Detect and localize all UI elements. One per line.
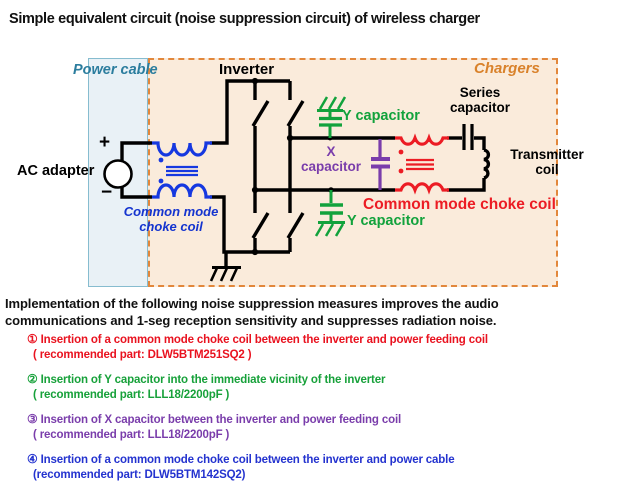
blue-choke-icon [152, 141, 212, 199]
description-line1: Implementation of the following noise su… [5, 296, 499, 311]
inverter-region-label: Inverter [219, 61, 275, 78]
x-capacitor-label-line1: X [326, 144, 336, 159]
series-capacitor-label-line2: capacitor [449, 99, 511, 115]
chargers-region-label: Chargers [474, 60, 540, 77]
plus-terminal-label: + [99, 132, 111, 153]
wires [120, 79, 486, 254]
series-capacitor-icon [462, 124, 474, 150]
measure-text: Insertion of Y capacitor into the immedi… [40, 374, 386, 386]
series-capacitor-label-line1: Series [459, 85, 501, 100]
measure-number: ④ [27, 452, 38, 466]
ac-source-icon [103, 159, 133, 189]
measure-part: ( recommended part: DLW5BTM251SQ2 ) [33, 349, 252, 361]
blue-choke-label-line1: Common mode [123, 204, 219, 219]
description-paragraph: Implementation of the following noise su… [5, 296, 499, 329]
y-capacitor-bottom-icon [314, 190, 345, 237]
power-cable-region-label: Power cable [73, 62, 158, 78]
y-capacitor-bottom-label: Y capacitor [347, 213, 425, 229]
measure-text: Insertion of a common mode choke coil be… [40, 454, 455, 466]
description-line2: communications and 1-seg reception sensi… [5, 312, 497, 328]
blue-choke-label-line2: choke coil [139, 219, 203, 234]
transmitter-coil-label-line2: coil [535, 161, 559, 177]
x-capacitor-icon [371, 139, 390, 190]
page-title: Simple equivalent circuit (noise suppres… [9, 11, 480, 27]
measure-text: Insertion of X capacitor between the inv… [40, 414, 402, 426]
inverter-ground-icon [209, 252, 241, 282]
measure-number: ② [27, 372, 38, 386]
measure-number: ① [27, 332, 38, 346]
measure-part: ( recommended part: LLL18/2200pF ) [33, 389, 230, 401]
y-capacitor-top-label: Y capacitor [342, 108, 420, 124]
chargers-region-box [148, 58, 558, 287]
measure-part: ( recommended part: LLL18/2200pF ) [33, 429, 230, 441]
transmitter-coil-label: Transmitter coil [495, 147, 599, 177]
series-capacitor-label: Series capacitor [428, 85, 532, 115]
blue-choke-label: Common mode choke coil [111, 204, 231, 234]
measure-part: (recommended part: DLW5BTM142SQ2) [33, 469, 246, 481]
red-choke-label: Common mode choke coil [363, 196, 556, 213]
ac-adapter-label: AC adapter [17, 163, 95, 179]
red-choke-icon [395, 133, 449, 195]
y-capacitor-top-icon [317, 96, 347, 138]
x-capacitor-label-line2: capacitor [300, 158, 362, 174]
transmitter-coil-label-line1: Transmitter [510, 147, 584, 162]
minus-terminal-label: − [101, 182, 113, 203]
x-capacitor-label: X capacitor [291, 144, 371, 174]
transmitter-coil-icon [483, 148, 491, 180]
measure-number: ③ [27, 412, 38, 426]
measure-text: Insertion of a common mode choke coil be… [40, 334, 488, 346]
